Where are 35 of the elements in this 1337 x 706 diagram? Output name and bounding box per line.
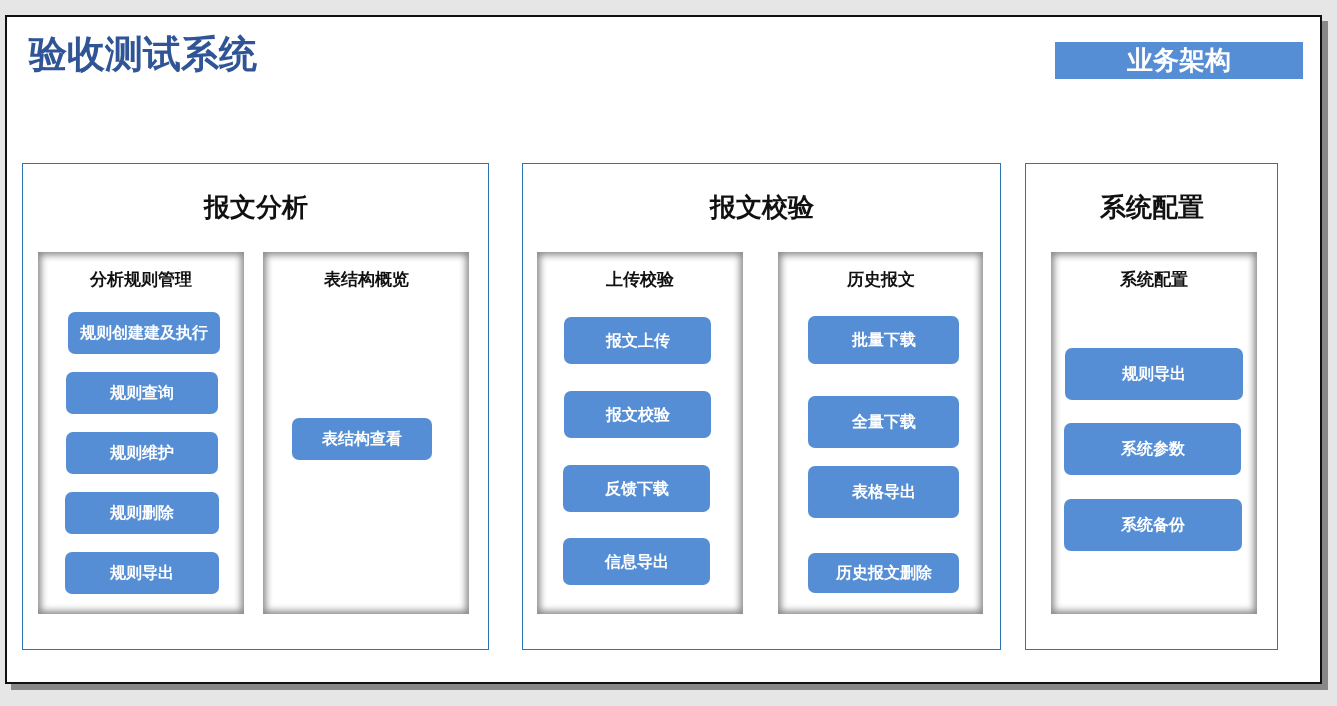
function-box: 报文校验 bbox=[564, 391, 711, 438]
module-heading: 报文分析 bbox=[202, 191, 309, 224]
module-heading: 系统配置 bbox=[1098, 191, 1205, 224]
section-tag: 业务架构 bbox=[1055, 42, 1303, 79]
page-title: 验收测试系统 bbox=[29, 31, 257, 78]
function-box: 历史报文删除 bbox=[808, 553, 959, 593]
submodule-panel bbox=[263, 252, 469, 614]
submodule-panel bbox=[778, 252, 983, 614]
function-box: 规则导出 bbox=[65, 552, 219, 594]
submodule-heading: 上传校验 bbox=[605, 268, 675, 291]
function-box: 批量下载 bbox=[808, 316, 959, 364]
submodule-panel bbox=[38, 252, 244, 614]
function-box: 系统参数 bbox=[1064, 423, 1241, 475]
module-panel bbox=[522, 163, 1001, 650]
function-box: 规则删除 bbox=[65, 492, 219, 534]
function-box: 规则创建建及执行 bbox=[68, 312, 220, 354]
submodule-heading: 表结构概览 bbox=[322, 268, 410, 291]
function-box: 报文上传 bbox=[564, 317, 711, 364]
submodule-heading: 系统配置 bbox=[1119, 268, 1189, 291]
function-box: 表结构查看 bbox=[292, 418, 432, 460]
module-panel bbox=[1025, 163, 1278, 650]
module-panel bbox=[22, 163, 489, 650]
function-box: 反馈下载 bbox=[563, 465, 710, 512]
function-box: 信息导出 bbox=[563, 538, 710, 585]
function-box: 系统备份 bbox=[1064, 499, 1242, 551]
submodule-heading: 历史报文 bbox=[845, 268, 916, 291]
function-box: 规则维护 bbox=[66, 432, 218, 474]
function-box: 表格导出 bbox=[808, 466, 959, 518]
module-heading: 报文校验 bbox=[708, 191, 815, 224]
submodule-panel bbox=[537, 252, 743, 614]
function-box: 全量下载 bbox=[808, 396, 959, 448]
function-box: 规则查询 bbox=[66, 372, 218, 414]
function-box: 规则导出 bbox=[1065, 348, 1243, 400]
submodule-panel bbox=[1051, 252, 1257, 614]
submodule-heading: 分析规则管理 bbox=[89, 268, 193, 291]
